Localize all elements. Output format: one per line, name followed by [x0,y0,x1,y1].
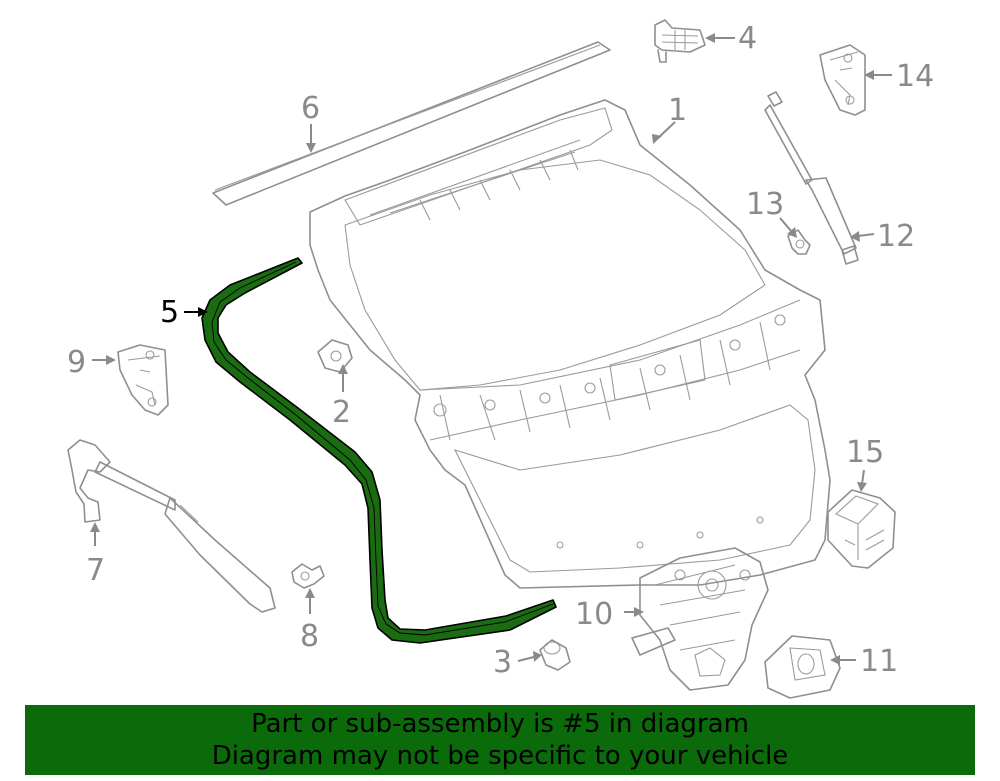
part-10-latch [631,547,769,691]
callout-labels: 1 2 3 4 5 6 7 8 9 10 11 12 13 14 15 [67,21,934,680]
callout-12: 12 [877,219,915,254]
callout-5: 5 [160,295,179,330]
part-4-bracket [654,19,706,63]
part-2-stopper [317,339,353,373]
part-15-module [827,489,896,569]
callout-1: 1 [668,93,687,128]
banner-line-1: Part or sub-assembly is #5 in diagram [251,709,749,739]
callout-2: 2 [332,395,351,430]
part-9-hinge [117,344,169,416]
part-12-lift-strut [764,91,859,265]
banner-line-2: Diagram may not be specific to your vehi… [211,741,789,771]
part-14-hinge [819,44,866,116]
part-6-spoiler-strip [212,41,611,206]
callout-15: 15 [846,435,884,470]
callout-13: 13 [746,187,784,222]
info-banner: Part or sub-assembly is #5 in diagram Di… [25,705,975,775]
callout-14: 14 [896,59,934,94]
leader-arrows [90,33,892,665]
callout-4: 4 [738,21,757,56]
part-8-stud [291,563,325,589]
callout-11: 11 [860,644,898,679]
part-7-lift-strut [67,439,276,613]
part-3-cushion [539,639,571,671]
callout-3: 3 [493,645,512,680]
part-5-weatherstrip [201,257,557,644]
part-11-striker [764,635,841,699]
parts-diagram: 1 2 3 4 5 6 7 8 9 10 11 12 13 14 15 [67,19,934,699]
callout-6: 6 [301,91,320,126]
callout-10: 10 [575,597,613,632]
callout-7: 7 [86,553,105,588]
part-13-pin [787,229,811,255]
callout-8: 8 [300,619,319,654]
callout-9: 9 [67,345,86,380]
part-1-liftgate [309,99,831,589]
